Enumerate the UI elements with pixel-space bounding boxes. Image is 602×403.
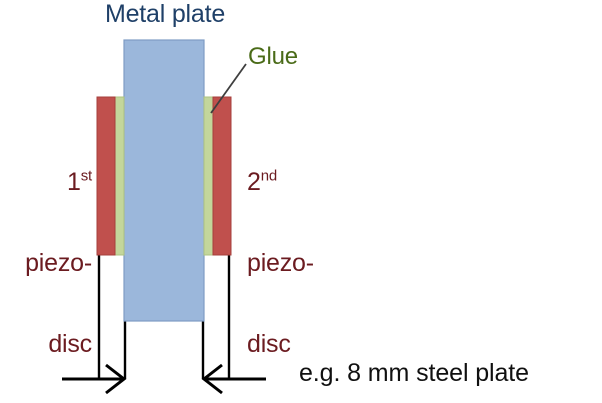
first-piezo-line-3: disc (48, 330, 92, 358)
glue-layer-left (114, 96, 125, 256)
first-piezo-line-2: piezo- (25, 249, 92, 277)
second-piezo-ordinal-suffix: nd (260, 167, 278, 185)
label-first-piezo-disc: 1st piezo- disc (0, 120, 92, 403)
glue-layer-right (203, 96, 214, 256)
second-piezo-ordinal-line: 2nd (247, 167, 397, 196)
dimension-arrow-left-head (105, 363, 127, 395)
second-piezo-ordinal-number: 2 (247, 168, 261, 196)
glue-leader-line (210, 63, 247, 114)
label-second-piezo-disc: 2nd piezo- disc (247, 120, 397, 403)
label-glue: Glue (248, 43, 298, 70)
first-piezo-ordinal-line: 1st (0, 167, 92, 196)
second-piezo-line-2: piezo- (247, 249, 314, 277)
metal-plate-block (123, 39, 205, 322)
piezo-disc-right (212, 96, 232, 256)
label-dimension-note: e.g. 8 mm steel plate (299, 359, 529, 387)
second-piezo-line-3: disc (247, 330, 291, 358)
first-piezo-ordinal-number: 1 (67, 168, 81, 196)
label-metal-plate: Metal plate (104, 0, 226, 28)
first-piezo-ordinal-suffix: st (80, 167, 92, 185)
dimension-arrow-right-head (201, 363, 223, 395)
piezo-disc-left (96, 96, 116, 256)
